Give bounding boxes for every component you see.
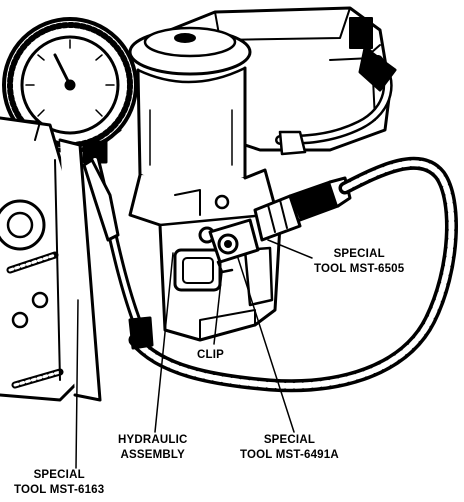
label-line: HYDRAULIC [118,434,188,446]
gauge-hose [82,155,154,350]
label-line: SPECIAL [333,248,385,260]
label-line: TOOL MST-6163 [14,484,105,496]
pressure-adapter [208,176,352,274]
pressure-gauge [2,17,138,164]
label-special-tool-mst-6163: SPECIAL TOOL MST-6163 [14,468,104,498]
label-line: TOOL MST-6505 [314,263,405,275]
label-hydraulic-assembly: HYDRAULIC ASSEMBLY [118,433,188,463]
label-line: SPECIAL [263,434,316,446]
leader-lines [75,239,313,469]
label-clip: CLIP [197,348,224,363]
label-line: ASSEMBLY [120,449,185,461]
label-special-tool-mst-6491a: SPECIAL TOOL MST-6491A [240,433,339,463]
reservoir [128,26,252,190]
label-line: CLIP [197,349,224,361]
label-line: SPECIAL [33,469,85,481]
hydraulic-block [128,168,282,342]
upper-harness [275,46,397,156]
label-special-tool-mst-6505: SPECIAL TOOL MST-6505 [314,247,404,277]
label-line: TOOL MST-6491A [240,449,339,461]
transmission-housing [0,116,102,402]
pressure-hose [128,156,458,393]
